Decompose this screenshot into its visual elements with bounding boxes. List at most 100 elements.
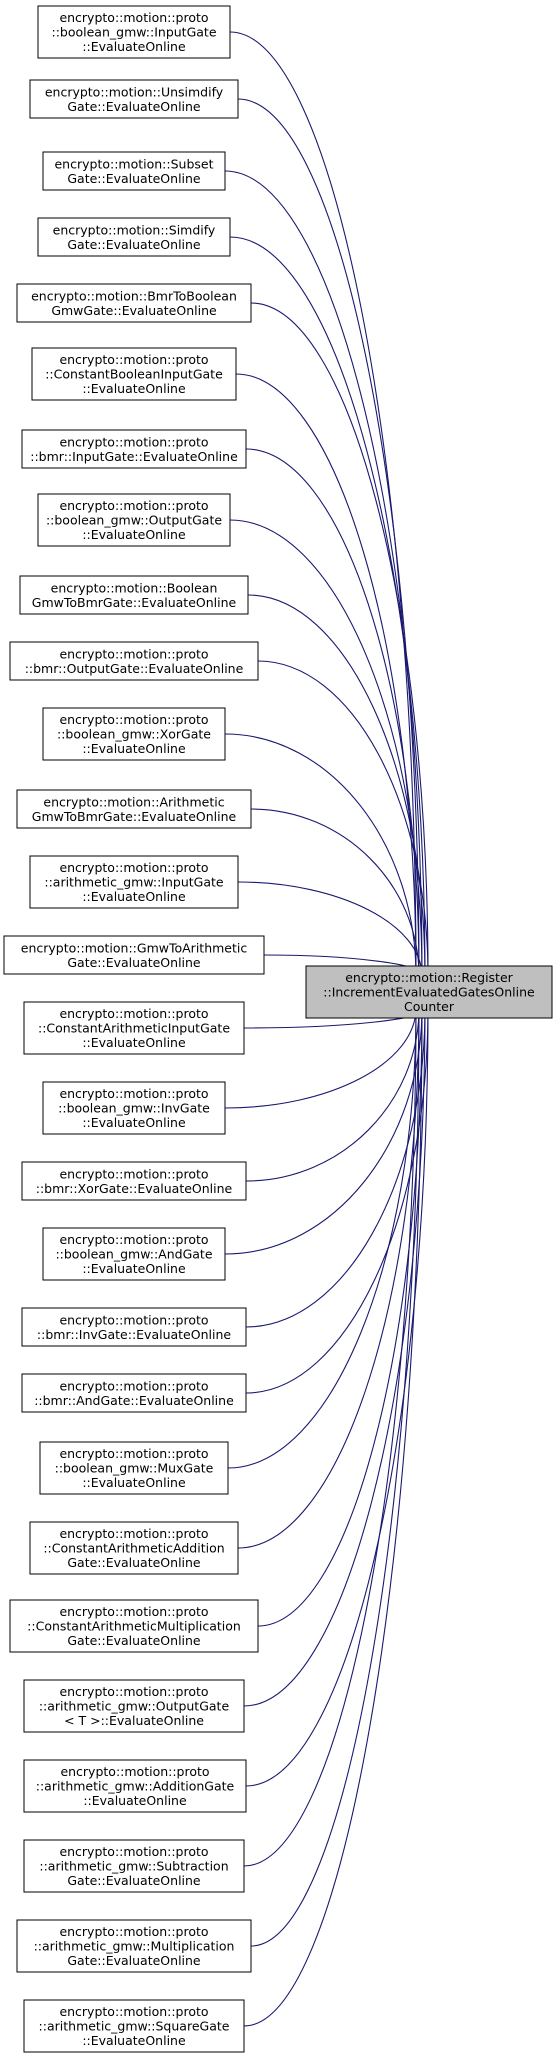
- caller-node-26-label-line: encrypto::motion::proto: [59, 1844, 208, 1859]
- edge-25: [245, 1007, 429, 1787]
- caller-node-2-box: [29, 79, 239, 119]
- caller-node-8[interactable]: encrypto::motion::proto::boolean_gmw::Ou…: [37, 493, 231, 547]
- edge-16: [224, 1007, 417, 1109]
- caller-node-28[interactable]: encrypto::motion::proto::arithmetic_gmw:…: [23, 1999, 245, 2053]
- caller-node-15[interactable]: encrypto::motion::proto::ConstantArithme…: [23, 1001, 245, 1055]
- caller-node-18-box: [42, 1227, 226, 1281]
- edge-20: [245, 1007, 429, 1394]
- caller-node-14-box: [3, 935, 265, 975]
- target-node[interactable]: encrypto::motion::Register::IncrementEva…: [305, 965, 553, 1019]
- caller-node-8-label-line: ::EvaluateOnline: [82, 527, 186, 542]
- caller-node-10[interactable]: encrypto::motion::proto::bmr::OutputGate…: [9, 641, 259, 681]
- caller-node-16-label-line: ::EvaluateOnline: [82, 1115, 186, 1130]
- caller-node-22-label-line: Gate::EvaluateOnline: [67, 1555, 201, 1570]
- caller-node-17-box: [21, 1161, 247, 1201]
- caller-node-3-label-line: encrypto::motion::Subset: [54, 156, 213, 171]
- caller-node-14-label-line: encrypto::motion::GmwToArithmetic: [21, 940, 248, 955]
- edges-layer: [224, 31, 433, 2027]
- caller-node-20[interactable]: encrypto::motion::proto::bmr::AndGate::E…: [21, 1373, 247, 1413]
- caller-node-11-label-line: ::EvaluateOnline: [82, 741, 186, 756]
- caller-node-21-label-line: encrypto::motion::proto: [59, 1446, 208, 1461]
- target-node-box: [305, 965, 553, 1019]
- caller-node-28-label-line: ::arithmetic_gmw::SquareGate: [39, 2019, 230, 2034]
- caller-node-9-label-line: GmwToBmrGate::EvaluateOnline: [32, 595, 237, 610]
- caller-node-26-label-line: Gate::EvaluateOnline: [67, 1873, 201, 1888]
- caller-node-1-box: [37, 5, 231, 59]
- caller-node-20-box: [21, 1373, 247, 1413]
- caller-node-28-box: [23, 1999, 245, 2053]
- caller-node-8-label-line: encrypto::motion::proto: [59, 498, 208, 513]
- caller-node-12-label-line: encrypto::motion::Arithmetic: [43, 794, 224, 809]
- edge-22: [237, 1007, 420, 1549]
- caller-node-12-label-line: GmwToBmrGate::EvaluateOnline: [32, 809, 237, 824]
- caller-node-11[interactable]: encrypto::motion::proto::boolean_gmw::Xo…: [42, 707, 226, 761]
- caller-node-12[interactable]: encrypto::motion::ArithmeticGmwToBmrGate…: [16, 789, 252, 829]
- edge-2: [237, 98, 420, 977]
- edge-27: [250, 1007, 420, 1947]
- caller-node-1-label-line: encrypto::motion::proto: [59, 10, 208, 25]
- edge-9: [247, 594, 426, 977]
- caller-node-13-label-line: encrypto::motion::proto: [59, 860, 208, 875]
- caller-node-28-label-line: ::EvaluateOnline: [82, 2033, 186, 2048]
- caller-node-26[interactable]: encrypto::motion::proto::arithmetic_gmw:…: [23, 1839, 245, 1893]
- target-node-label-line: ::IncrementEvaluatedGatesOnline: [323, 985, 535, 1000]
- caller-node-27-label-line: encrypto::motion::proto: [59, 1924, 208, 1939]
- caller-node-1-label-line: ::EvaluateOnline: [82, 39, 186, 54]
- caller-node-2[interactable]: encrypto::motion::UnsimdifyGate::Evaluat…: [29, 79, 239, 119]
- caller-node-4-label-line: Gate::EvaluateOnline: [67, 237, 201, 252]
- caller-node-18-label-line: ::EvaluateOnline: [82, 1261, 186, 1276]
- caller-node-22[interactable]: encrypto::motion::proto::ConstantArithme…: [29, 1521, 239, 1575]
- edge-24: [243, 1007, 426, 1707]
- target-node-label-line: encrypto::motion::Register: [345, 970, 513, 985]
- edge-13: [237, 881, 423, 977]
- caller-node-23[interactable]: encrypto::motion::proto::ConstantArithme…: [9, 1599, 259, 1653]
- caller-node-25-label-line: ::arithmetic_gmw::AdditionGate: [36, 1779, 235, 1794]
- caller-node-5[interactable]: encrypto::motion::BmrToBooleanGmwGate::E…: [16, 283, 252, 323]
- caller-node-23-label-line: encrypto::motion::proto: [59, 1604, 208, 1619]
- edge-1: [229, 31, 417, 977]
- caller-node-8-box: [37, 493, 231, 547]
- nodes-layer: encrypto::motion::proto::boolean_gmw::In…: [3, 5, 553, 2053]
- caller-node-21-box: [39, 1441, 229, 1495]
- caller-node-13-box: [29, 855, 239, 909]
- caller-node-6-label-line: encrypto::motion::proto: [59, 352, 208, 367]
- caller-node-25[interactable]: encrypto::motion::proto::arithmetic_gmw:…: [23, 1759, 247, 1813]
- caller-node-3-box: [42, 151, 226, 191]
- caller-node-14[interactable]: encrypto::motion::GmwToArithmeticGate::E…: [3, 935, 265, 975]
- edge-12: [250, 808, 420, 977]
- caller-node-6[interactable]: encrypto::motion::proto::ConstantBoolean…: [31, 347, 237, 401]
- edge-3: [224, 170, 423, 977]
- edge-26: [243, 1007, 417, 1867]
- edge-18: [224, 1007, 423, 1255]
- caller-node-2-label-line: Gate::EvaluateOnline: [67, 99, 201, 114]
- caller-node-22-box: [29, 1521, 239, 1575]
- caller-node-19[interactable]: encrypto::motion::proto::bmr::InvGate::E…: [21, 1307, 247, 1347]
- caller-node-16[interactable]: encrypto::motion::proto::boolean_gmw::In…: [42, 1081, 226, 1135]
- caller-node-13[interactable]: encrypto::motion::proto::arithmetic_gmw:…: [29, 855, 239, 909]
- caller-node-5-box: [16, 283, 252, 323]
- caller-node-1[interactable]: encrypto::motion::proto::boolean_gmw::In…: [37, 5, 231, 59]
- caller-node-15-label-line: encrypto::motion::proto: [59, 1006, 208, 1021]
- caller-node-8-label-line: ::boolean_gmw::OutputGate: [46, 513, 222, 528]
- caller-node-17-label-line: ::bmr::XorGate::EvaluateOnline: [36, 1181, 233, 1196]
- caller-node-24[interactable]: encrypto::motion::proto::arithmetic_gmw:…: [23, 1679, 245, 1733]
- caller-node-17[interactable]: encrypto::motion::proto::bmr::XorGate::E…: [21, 1161, 247, 1201]
- caller-node-4[interactable]: encrypto::motion::SimdifyGate::EvaluateO…: [37, 217, 231, 257]
- caller-node-9-box: [19, 575, 249, 615]
- caller-node-27[interactable]: encrypto::motion::proto::arithmetic_gmw:…: [16, 1919, 252, 1973]
- caller-node-7[interactable]: encrypto::motion::proto::bmr::InputGate:…: [21, 429, 247, 469]
- edge-11: [224, 733, 417, 977]
- caller-node-11-box: [42, 707, 226, 761]
- caller-node-3-label-line: Gate::EvaluateOnline: [67, 171, 201, 186]
- caller-node-25-label-line: encrypto::motion::proto: [60, 1764, 209, 1779]
- caller-node-12-box: [16, 789, 252, 829]
- caller-node-18[interactable]: encrypto::motion::proto::boolean_gmw::An…: [42, 1227, 226, 1281]
- caller-node-27-box: [16, 1919, 252, 1973]
- caller-node-3[interactable]: encrypto::motion::SubsetGate::EvaluateOn…: [42, 151, 226, 191]
- caller-node-15-label-line: ::EvaluateOnline: [82, 1035, 186, 1050]
- caller-node-22-label-line: encrypto::motion::proto: [59, 1526, 208, 1541]
- caller-node-21[interactable]: encrypto::motion::proto::boolean_gmw::Mu…: [39, 1441, 229, 1495]
- caller-node-9[interactable]: encrypto::motion::BooleanGmwToBmrGate::E…: [19, 575, 249, 615]
- caller-node-4-box: [37, 217, 231, 257]
